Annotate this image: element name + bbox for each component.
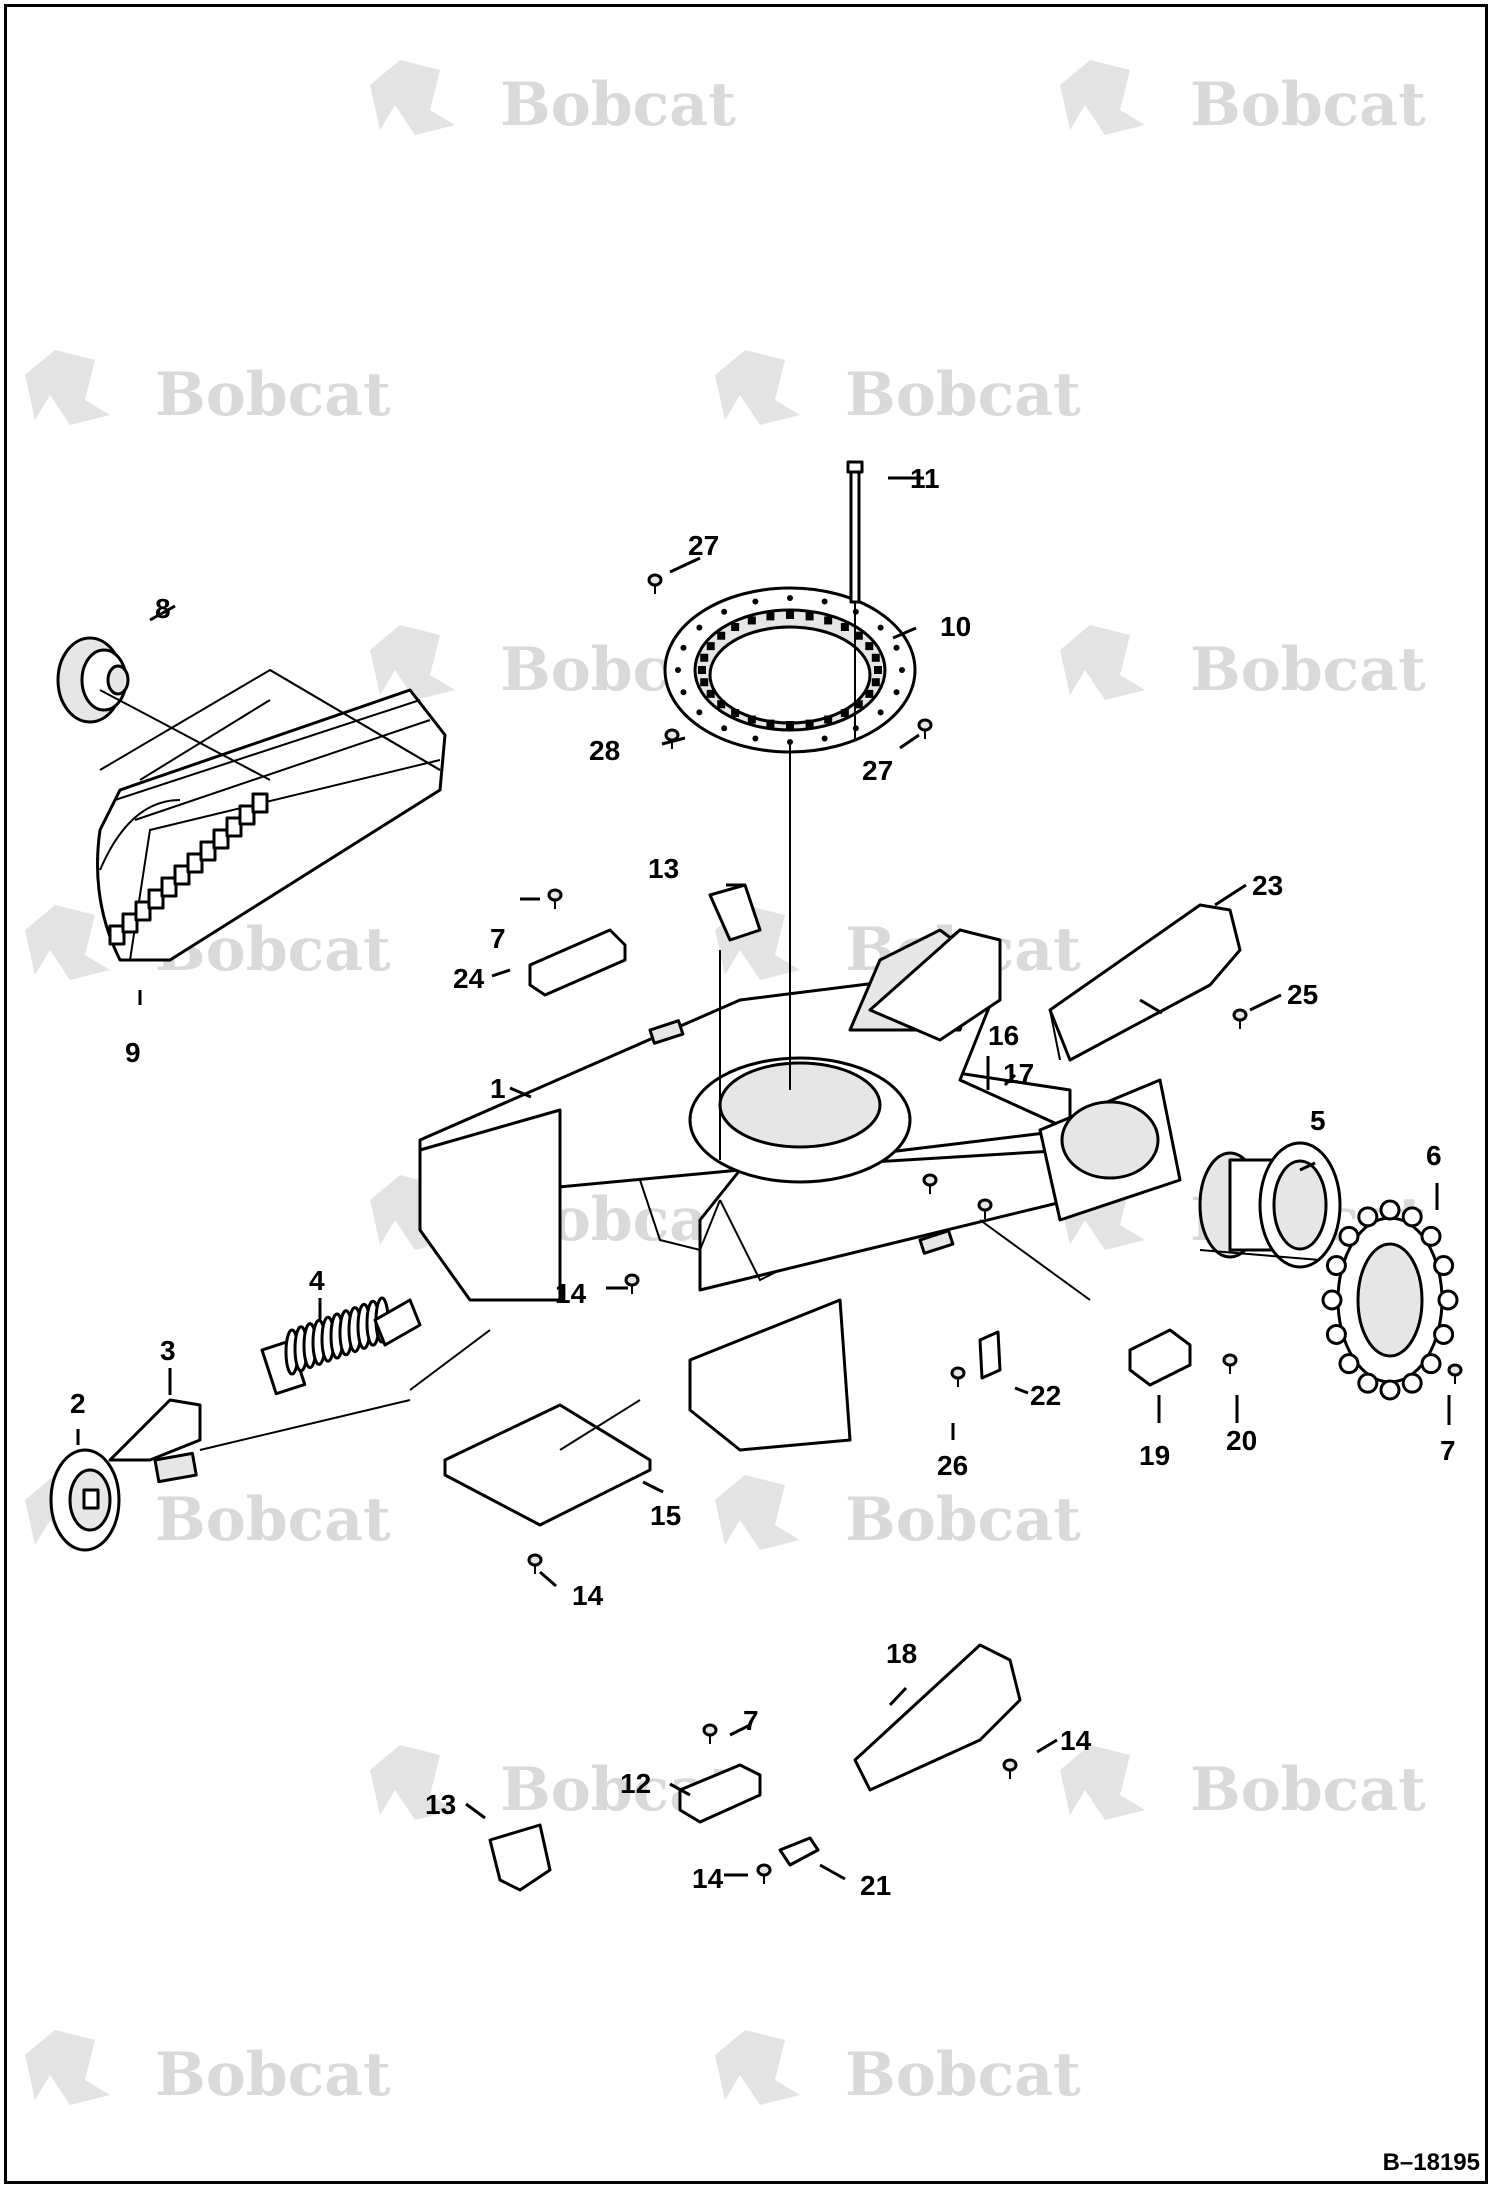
- bracket-part: [108, 1398, 202, 1484]
- watermark-text: Bobcat: [845, 2040, 1081, 2110]
- top-cover-part: [1048, 903, 1242, 1062]
- callout-c24: 24: [453, 963, 485, 994]
- callout-c6: 6: [1426, 1140, 1442, 1171]
- callout-c27b: 27: [862, 755, 893, 786]
- callout-c9: 9: [125, 1037, 141, 1068]
- callout-c20: 20: [1226, 1425, 1257, 1456]
- slewing-ring-part: [663, 586, 917, 754]
- pad-part: [1128, 1328, 1192, 1387]
- watermark-logo: Bobcat: [370, 60, 736, 140]
- callout-c1: 1: [490, 1073, 506, 1104]
- callout-c14a: 14: [555, 1278, 587, 1309]
- side-cover-part: [853, 1643, 1022, 1792]
- watermark-logo: Bobcat: [1060, 60, 1426, 140]
- block-part: [678, 1763, 762, 1824]
- callout-c8: 8: [155, 593, 171, 624]
- callout-c25: 25: [1287, 979, 1318, 1010]
- callout-c5: 5: [1310, 1105, 1326, 1136]
- callout-c19: 19: [1139, 1440, 1170, 1471]
- bottom-plate-part: [443, 1403, 652, 1527]
- small-fasteners: [527, 573, 1463, 1884]
- callout-c14b: 14: [572, 1580, 604, 1611]
- watermark-text: Bobcat: [155, 1485, 391, 1555]
- callout-c13a: 13: [648, 853, 679, 884]
- plate-small-lower-part: [778, 1836, 820, 1867]
- watermark-logo: Bobcat: [1060, 1745, 1426, 1825]
- callout-c16: 16: [988, 1020, 1019, 1051]
- callout-c23: 23: [1252, 870, 1283, 901]
- watermark-logo: Bobcat: [715, 1475, 1081, 1555]
- idler-wheel-part: [56, 636, 130, 724]
- watermark-logo: Bobcat: [715, 2030, 1081, 2110]
- watermark-text: Bobcat: [845, 1485, 1081, 1555]
- callout-c17: 17: [1003, 1058, 1034, 1089]
- callout-c13b: 13: [425, 1789, 456, 1820]
- callout-c7a: 7: [490, 923, 506, 954]
- recoil-spring-part: [260, 1296, 422, 1396]
- watermark-logo: Bobcat: [715, 350, 1081, 430]
- watermark-text: Bobcat: [155, 2040, 391, 2110]
- watermark-text: Bobcat: [845, 360, 1081, 430]
- callout-c7c: 7: [1440, 1435, 1456, 1466]
- callout-c14d: 14: [692, 1863, 724, 1894]
- callout-c27a: 27: [688, 530, 719, 561]
- callout-c4: 4: [309, 1265, 325, 1296]
- watermark-text: Bobcat: [1190, 1755, 1426, 1825]
- callout-c12: 12: [620, 1768, 651, 1799]
- roller-guard-part: [528, 928, 627, 997]
- watermark-text: Bobcat: [500, 70, 736, 140]
- callout-c21: 21: [860, 1870, 891, 1901]
- rubber-track-part: [96, 668, 447, 962]
- plate-small-upper-part: [978, 1330, 1002, 1380]
- callout-c15: 15: [650, 1500, 681, 1531]
- guide-bracket-upper-part: [708, 883, 762, 942]
- sprocket-part: [1321, 1199, 1459, 1401]
- callout-c28: 28: [589, 735, 620, 766]
- callout-c22: 22: [1030, 1380, 1061, 1411]
- watermark-text: Bobcat: [155, 360, 391, 430]
- callout-c10: 10: [940, 611, 971, 642]
- watermark-logo: Bobcat: [25, 350, 391, 430]
- front-idler-part: [49, 1448, 121, 1552]
- callout-c26: 26: [937, 1450, 968, 1481]
- watermark-text: Bobcat: [1190, 70, 1426, 140]
- watermark-logo: Bobcat: [25, 2030, 391, 2110]
- callout-c2: 2: [70, 1388, 86, 1419]
- watermark-logo: Bobcat: [25, 905, 391, 985]
- callout-c11: 11: [910, 463, 940, 494]
- callout-c14c: 14: [1060, 1725, 1092, 1756]
- callout-c18: 18: [886, 1638, 917, 1669]
- document-id: B–18195: [1383, 2149, 1480, 2176]
- guide-bracket-lower-part: [488, 1823, 552, 1892]
- watermark-text: Bobcat: [1190, 635, 1426, 705]
- callout-c3: 3: [160, 1335, 176, 1366]
- callout-c7b: 7: [743, 1705, 759, 1736]
- watermark-logo: Bobcat: [1060, 625, 1426, 705]
- leader-lines: [76, 476, 1451, 1881]
- travel-motor-part: [1198, 1141, 1342, 1269]
- long-bolt-part: [846, 460, 864, 640]
